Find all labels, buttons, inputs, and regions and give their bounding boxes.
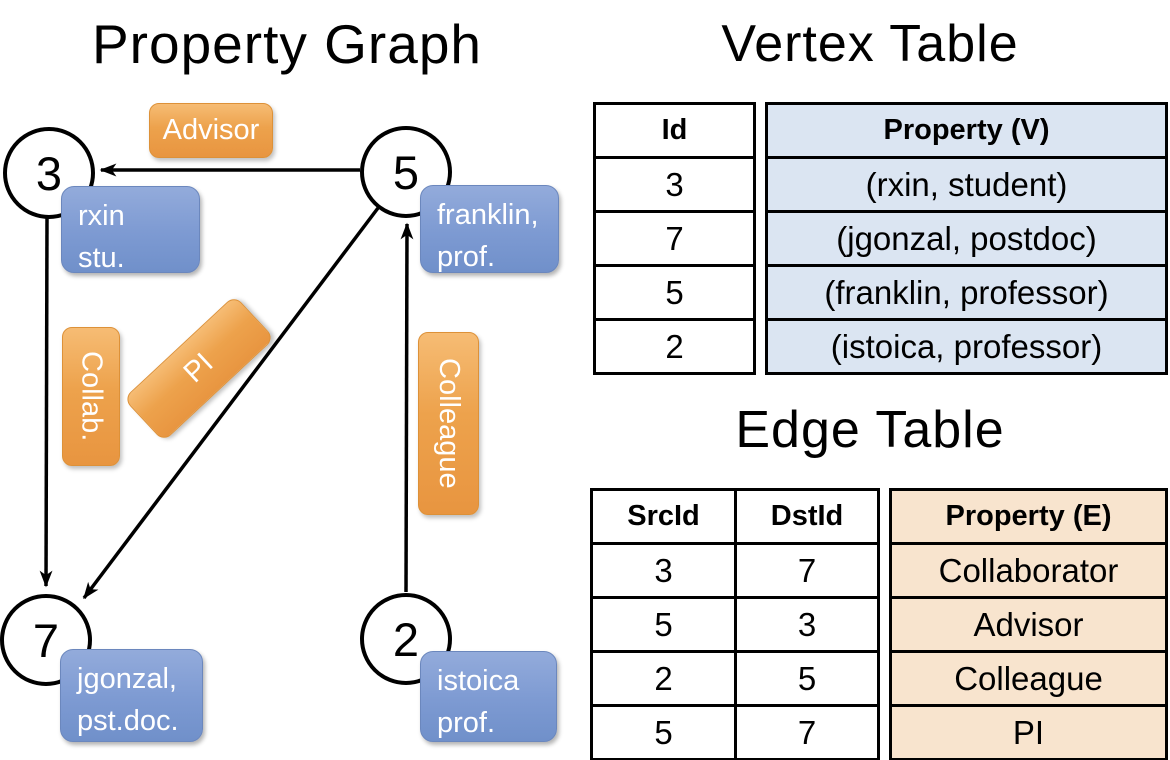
edge-label-advisor: Advisor <box>149 103 273 158</box>
vertex-id-cell: 3 <box>593 156 756 213</box>
vertex-property-cell: (rxin, student) <box>765 156 1168 213</box>
edge-property-cell: Collaborator <box>889 542 1168 599</box>
table-row: (jgonzal, postdoc) <box>765 210 1168 267</box>
node-7-id: 7 <box>32 613 60 667</box>
vertex-property-line: jgonzal, <box>77 663 177 695</box>
table-row: Collaborator <box>889 542 1168 599</box>
edge-label-colleague-text: Colleague <box>433 358 465 489</box>
property-graph-title: Property Graph <box>91 13 483 75</box>
edge-collaborator-line <box>39 217 53 588</box>
table-row: 5 <box>593 264 756 321</box>
edge-property-header: Property (E) <box>889 488 1168 545</box>
table-row: 2 5 <box>590 650 880 707</box>
vertex-property-line: pst.doc. <box>77 705 179 738</box>
graph-edges <box>39 163 414 600</box>
edge-dstid-cell: 5 <box>734 650 880 707</box>
table-row: 5 7 <box>590 704 880 760</box>
edge-dstid-cell: 7 <box>734 704 880 760</box>
edge-property-cell: PI <box>889 704 1168 760</box>
vertex-property-cell: (jgonzal, postdoc) <box>765 210 1168 267</box>
edge-pi-line <box>82 206 380 600</box>
table-row: Property (E) <box>889 488 1168 545</box>
vertex-id-cell: 2 <box>593 318 756 375</box>
table-row: 3 <box>593 156 756 213</box>
vertex-property-column: Property (V) (rxin, student) (jgonzal, p… <box>765 102 1168 375</box>
table-row: 7 <box>593 210 756 267</box>
vertex-property-box-istoica: istoica prof. <box>420 651 557 742</box>
edge-dstid-cell: 7 <box>734 542 880 599</box>
vertex-id-column: Id 3 7 5 2 <box>593 102 756 375</box>
edge-dstid-cell: 3 <box>734 596 880 653</box>
vertex-table-title: Vertex Table <box>721 15 1019 73</box>
edge-label-collab-text: Collab. <box>75 351 108 442</box>
edge-property-cell: Advisor <box>889 596 1168 653</box>
node-2-id: 2 <box>392 612 420 666</box>
table-row: Property (V) <box>765 102 1168 159</box>
edge-srcid-header: SrcId <box>590 488 737 545</box>
vertex-property-line: franklin, <box>437 199 539 231</box>
table-row: Colleague <box>889 650 1168 707</box>
edge-dstid-header: DstId <box>734 488 880 545</box>
vertex-property-header: Property (V) <box>765 102 1168 159</box>
vertex-property-cell: (franklin, professor) <box>765 264 1168 321</box>
edge-srcid-cell: 3 <box>590 542 737 599</box>
vertex-property-cell: (istoica, professor) <box>765 318 1168 375</box>
vertex-property-box-jgonzal: jgonzal, pst.doc. <box>60 649 203 742</box>
graph-node-2: 2 <box>360 593 452 685</box>
vertex-property-box-rxin: rxin stu. <box>61 186 200 274</box>
edge-table: SrcId DstId 3 7 5 3 2 5 5 7 Property (E)… <box>590 488 1168 760</box>
table-row: PI <box>889 704 1168 760</box>
edge-label-advisor-text: Advisor <box>162 114 260 146</box>
edge-label-collab: Collab. <box>62 327 120 466</box>
vertex-property-line: rxin <box>78 200 125 232</box>
vertex-id-header: Id <box>593 102 756 159</box>
edge-srcid-cell: 2 <box>590 650 737 707</box>
table-row: (rxin, student) <box>765 156 1168 213</box>
vertex-property-line: prof. <box>437 707 496 740</box>
vertex-property-line: istoica <box>437 665 520 697</box>
table-row: 5 3 <box>590 596 880 653</box>
table-row: (istoica, professor) <box>765 318 1168 375</box>
vertex-property-line: stu. <box>78 242 125 275</box>
vertex-property-box-franklin: franklin, prof. <box>420 185 559 273</box>
table-row: Id <box>593 102 756 159</box>
edge-label-pi-text: PI <box>177 347 220 390</box>
edge-srcid-cell: 5 <box>590 704 737 760</box>
table-row: 2 <box>593 318 756 375</box>
edge-table-title: Edge Table <box>735 401 1005 459</box>
edge-srcid-cell: 5 <box>590 596 737 653</box>
edge-src-dst-columns: SrcId DstId 3 7 5 3 2 5 5 7 <box>590 488 880 760</box>
table-row: Advisor <box>889 596 1168 653</box>
node-3-id: 3 <box>35 146 63 200</box>
table-row: (franklin, professor) <box>765 264 1168 321</box>
table-row: 3 7 <box>590 542 880 599</box>
edge-property-cell: Colleague <box>889 650 1168 707</box>
vertex-id-cell: 7 <box>593 210 756 267</box>
edge-label-colleague: Colleague <box>418 332 479 515</box>
table-row: SrcId DstId <box>590 488 880 545</box>
edge-property-column: Property (E) Collaborator Advisor Collea… <box>889 488 1168 760</box>
edge-colleague-line <box>400 222 414 593</box>
vertex-property-line: prof. <box>437 241 496 274</box>
node-5-id: 5 <box>392 145 420 199</box>
graph-node-5: 5 <box>360 126 452 218</box>
vertex-id-cell: 5 <box>593 264 756 321</box>
vertex-table: Id 3 7 5 2 Property (V) (rxin, student) … <box>593 102 1168 375</box>
